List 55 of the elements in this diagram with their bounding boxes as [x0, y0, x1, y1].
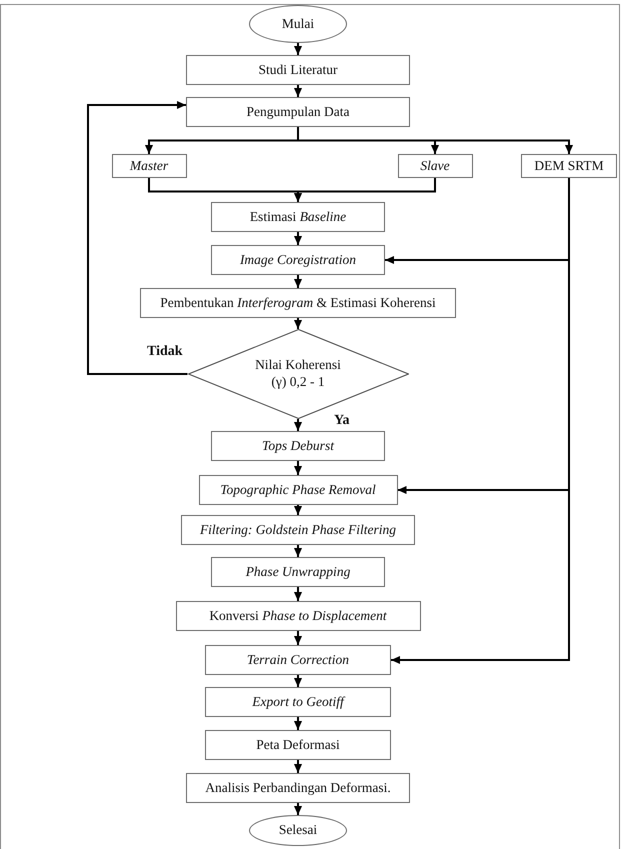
process-box — [211, 431, 385, 461]
arrow — [294, 419, 302, 431]
arrow — [294, 318, 302, 329]
arrow — [294, 461, 302, 475]
process-box — [205, 687, 391, 717]
terminal-text: Mulai — [282, 16, 314, 32]
process-box — [211, 557, 385, 587]
process-box — [112, 154, 186, 178]
process-box — [198, 475, 398, 505]
process-box — [181, 515, 415, 545]
step-text: Export to Geotiff — [252, 694, 344, 710]
step-text: Image Coregistration — [240, 252, 356, 268]
step-text: DEM SRTM — [534, 158, 604, 174]
step-text: Konversi Phase to Displacement — [209, 608, 387, 624]
step-text: Estimasi Baseline — [250, 208, 346, 226]
step-text: Slave — [420, 158, 450, 174]
arrow — [297, 127, 574, 154]
arrow — [294, 505, 302, 515]
arrow — [294, 43, 302, 55]
step-text: Studi Literatur — [258, 62, 338, 78]
process-box — [186, 55, 410, 85]
arrow — [294, 545, 302, 557]
arrow — [294, 717, 302, 730]
step-text: Master — [130, 158, 168, 174]
process-box — [211, 202, 385, 232]
process-box — [186, 773, 410, 803]
process-box — [176, 601, 420, 631]
arrow — [294, 85, 302, 97]
step-text: Topographic Phase Removal — [220, 482, 376, 498]
process-box — [205, 730, 391, 760]
arrow — [294, 275, 302, 288]
process-box — [398, 154, 472, 178]
step-text: Peta Deformasi — [256, 736, 340, 754]
arrow — [294, 587, 302, 601]
arrow — [294, 631, 302, 645]
process-box — [211, 245, 385, 275]
step-text: Pengumpulan Data — [246, 104, 350, 120]
arrow — [87, 100, 188, 375]
step-text: Analisis Perbandingan Deformasi. — [205, 780, 391, 796]
step-text: Filtering: Goldstein Phase Filtering — [200, 522, 396, 538]
process-box — [186, 97, 410, 127]
arrow — [294, 760, 302, 773]
step-text: Terrain Correction — [246, 652, 350, 668]
step-text: Tops Deburst — [262, 438, 334, 454]
arrow — [294, 675, 302, 687]
terminal-text: Selesai — [278, 822, 318, 839]
process-box — [140, 288, 456, 318]
arrow — [294, 803, 302, 815]
process-box — [205, 645, 391, 675]
step-text: Pembentukan Interferogram & Estimasi Koherensi — [160, 294, 436, 312]
decision-text: Nilai Koherensi (γ) 0,2 - 1 — [254, 357, 342, 391]
arrow — [294, 178, 436, 202]
arrow — [294, 232, 302, 245]
process-box — [521, 154, 617, 178]
step-text: Phase Unwrapping — [246, 564, 350, 580]
